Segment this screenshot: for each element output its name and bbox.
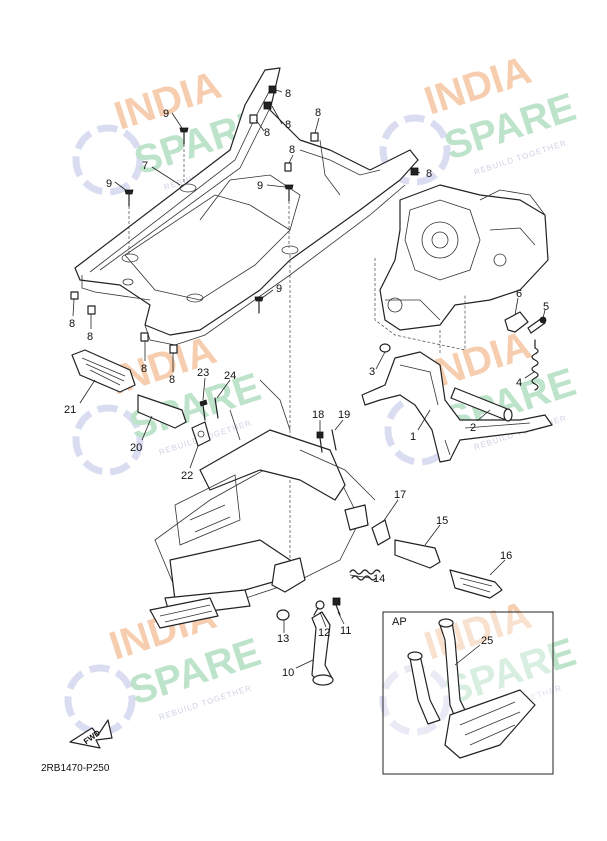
engine-frame xyxy=(374,184,549,355)
stand-shaft xyxy=(450,387,513,422)
label-18: 18 xyxy=(312,409,324,421)
label-3: 3 xyxy=(369,366,375,378)
label-8c: 8 xyxy=(264,127,270,139)
footrest-rubber-right xyxy=(449,569,503,599)
label-13: 13 xyxy=(277,633,289,645)
label-12: 12 xyxy=(318,627,330,639)
label-7: 7 xyxy=(142,160,148,172)
clip-group xyxy=(70,85,419,354)
footrest-bracket-right xyxy=(371,519,391,546)
label-8j: 8 xyxy=(169,374,175,386)
label-4: 4 xyxy=(516,377,522,389)
label-14: 14 xyxy=(373,573,385,585)
label-8h: 8 xyxy=(87,331,93,343)
label-10: 10 xyxy=(282,667,294,679)
label-25: 25 xyxy=(481,635,493,647)
footrest-rubber-left xyxy=(71,349,136,393)
footrest-bracket-left xyxy=(191,421,211,447)
pin-19 xyxy=(331,429,337,451)
side-stand xyxy=(311,611,334,686)
label-2: 2 xyxy=(470,422,476,434)
label-1: 1 xyxy=(410,431,416,443)
stand-bracket xyxy=(504,311,529,333)
stand-spring xyxy=(531,339,539,391)
label-9b: 9 xyxy=(106,178,112,190)
label-24: 24 xyxy=(224,370,236,382)
washer xyxy=(379,343,391,353)
diagram-code: 2RB1470-P250 xyxy=(41,763,110,774)
label-17: 17 xyxy=(394,489,406,501)
side-stand-spring xyxy=(349,569,381,581)
footrest-arm-right xyxy=(394,539,441,569)
footrest-arm-left xyxy=(137,394,187,429)
label-5: 5 xyxy=(543,301,549,313)
label-23: 23 xyxy=(197,367,209,379)
label-6: 6 xyxy=(516,288,522,300)
label-20: 20 xyxy=(130,442,142,454)
label-8a: 8 xyxy=(285,88,291,100)
bolt-23 xyxy=(199,399,208,421)
bolt-18 xyxy=(316,431,324,453)
callout-labels: 1 2 3 4 5 6 7 8 8 8 8 8 8 8 8 8 8 9 9 9 … xyxy=(64,88,549,679)
label-9c: 9 xyxy=(257,180,263,192)
leader-lines xyxy=(72,89,546,669)
floor-panel xyxy=(74,67,419,346)
screw-group xyxy=(124,127,294,314)
label-8i: 8 xyxy=(141,363,147,375)
label-11: 11 xyxy=(340,625,351,637)
pin-24 xyxy=(214,397,219,419)
label-9a: 9 xyxy=(163,108,169,120)
label-19: 19 xyxy=(338,409,350,421)
label-22: 22 xyxy=(181,470,193,482)
pivot-pin xyxy=(527,316,547,334)
label-21: 21 xyxy=(64,404,76,416)
label-8f: 8 xyxy=(426,168,432,180)
label-8g: 8 xyxy=(69,318,75,330)
bolt-12 xyxy=(313,600,325,616)
fwd-arrow: FWD xyxy=(69,719,113,749)
label-16: 16 xyxy=(500,550,512,562)
label-8d: 8 xyxy=(315,107,321,119)
label-15: 15 xyxy=(436,515,448,527)
label-8b: 8 xyxy=(285,119,291,131)
main-frame xyxy=(149,379,376,629)
bolt-11 xyxy=(332,597,341,616)
inset-ap: AP xyxy=(382,611,554,775)
label-9d: 9 xyxy=(276,283,282,295)
svg-text:AP: AP xyxy=(392,616,407,628)
nut-13 xyxy=(276,609,290,621)
center-stand xyxy=(361,351,553,463)
label-8e: 8 xyxy=(289,144,295,156)
